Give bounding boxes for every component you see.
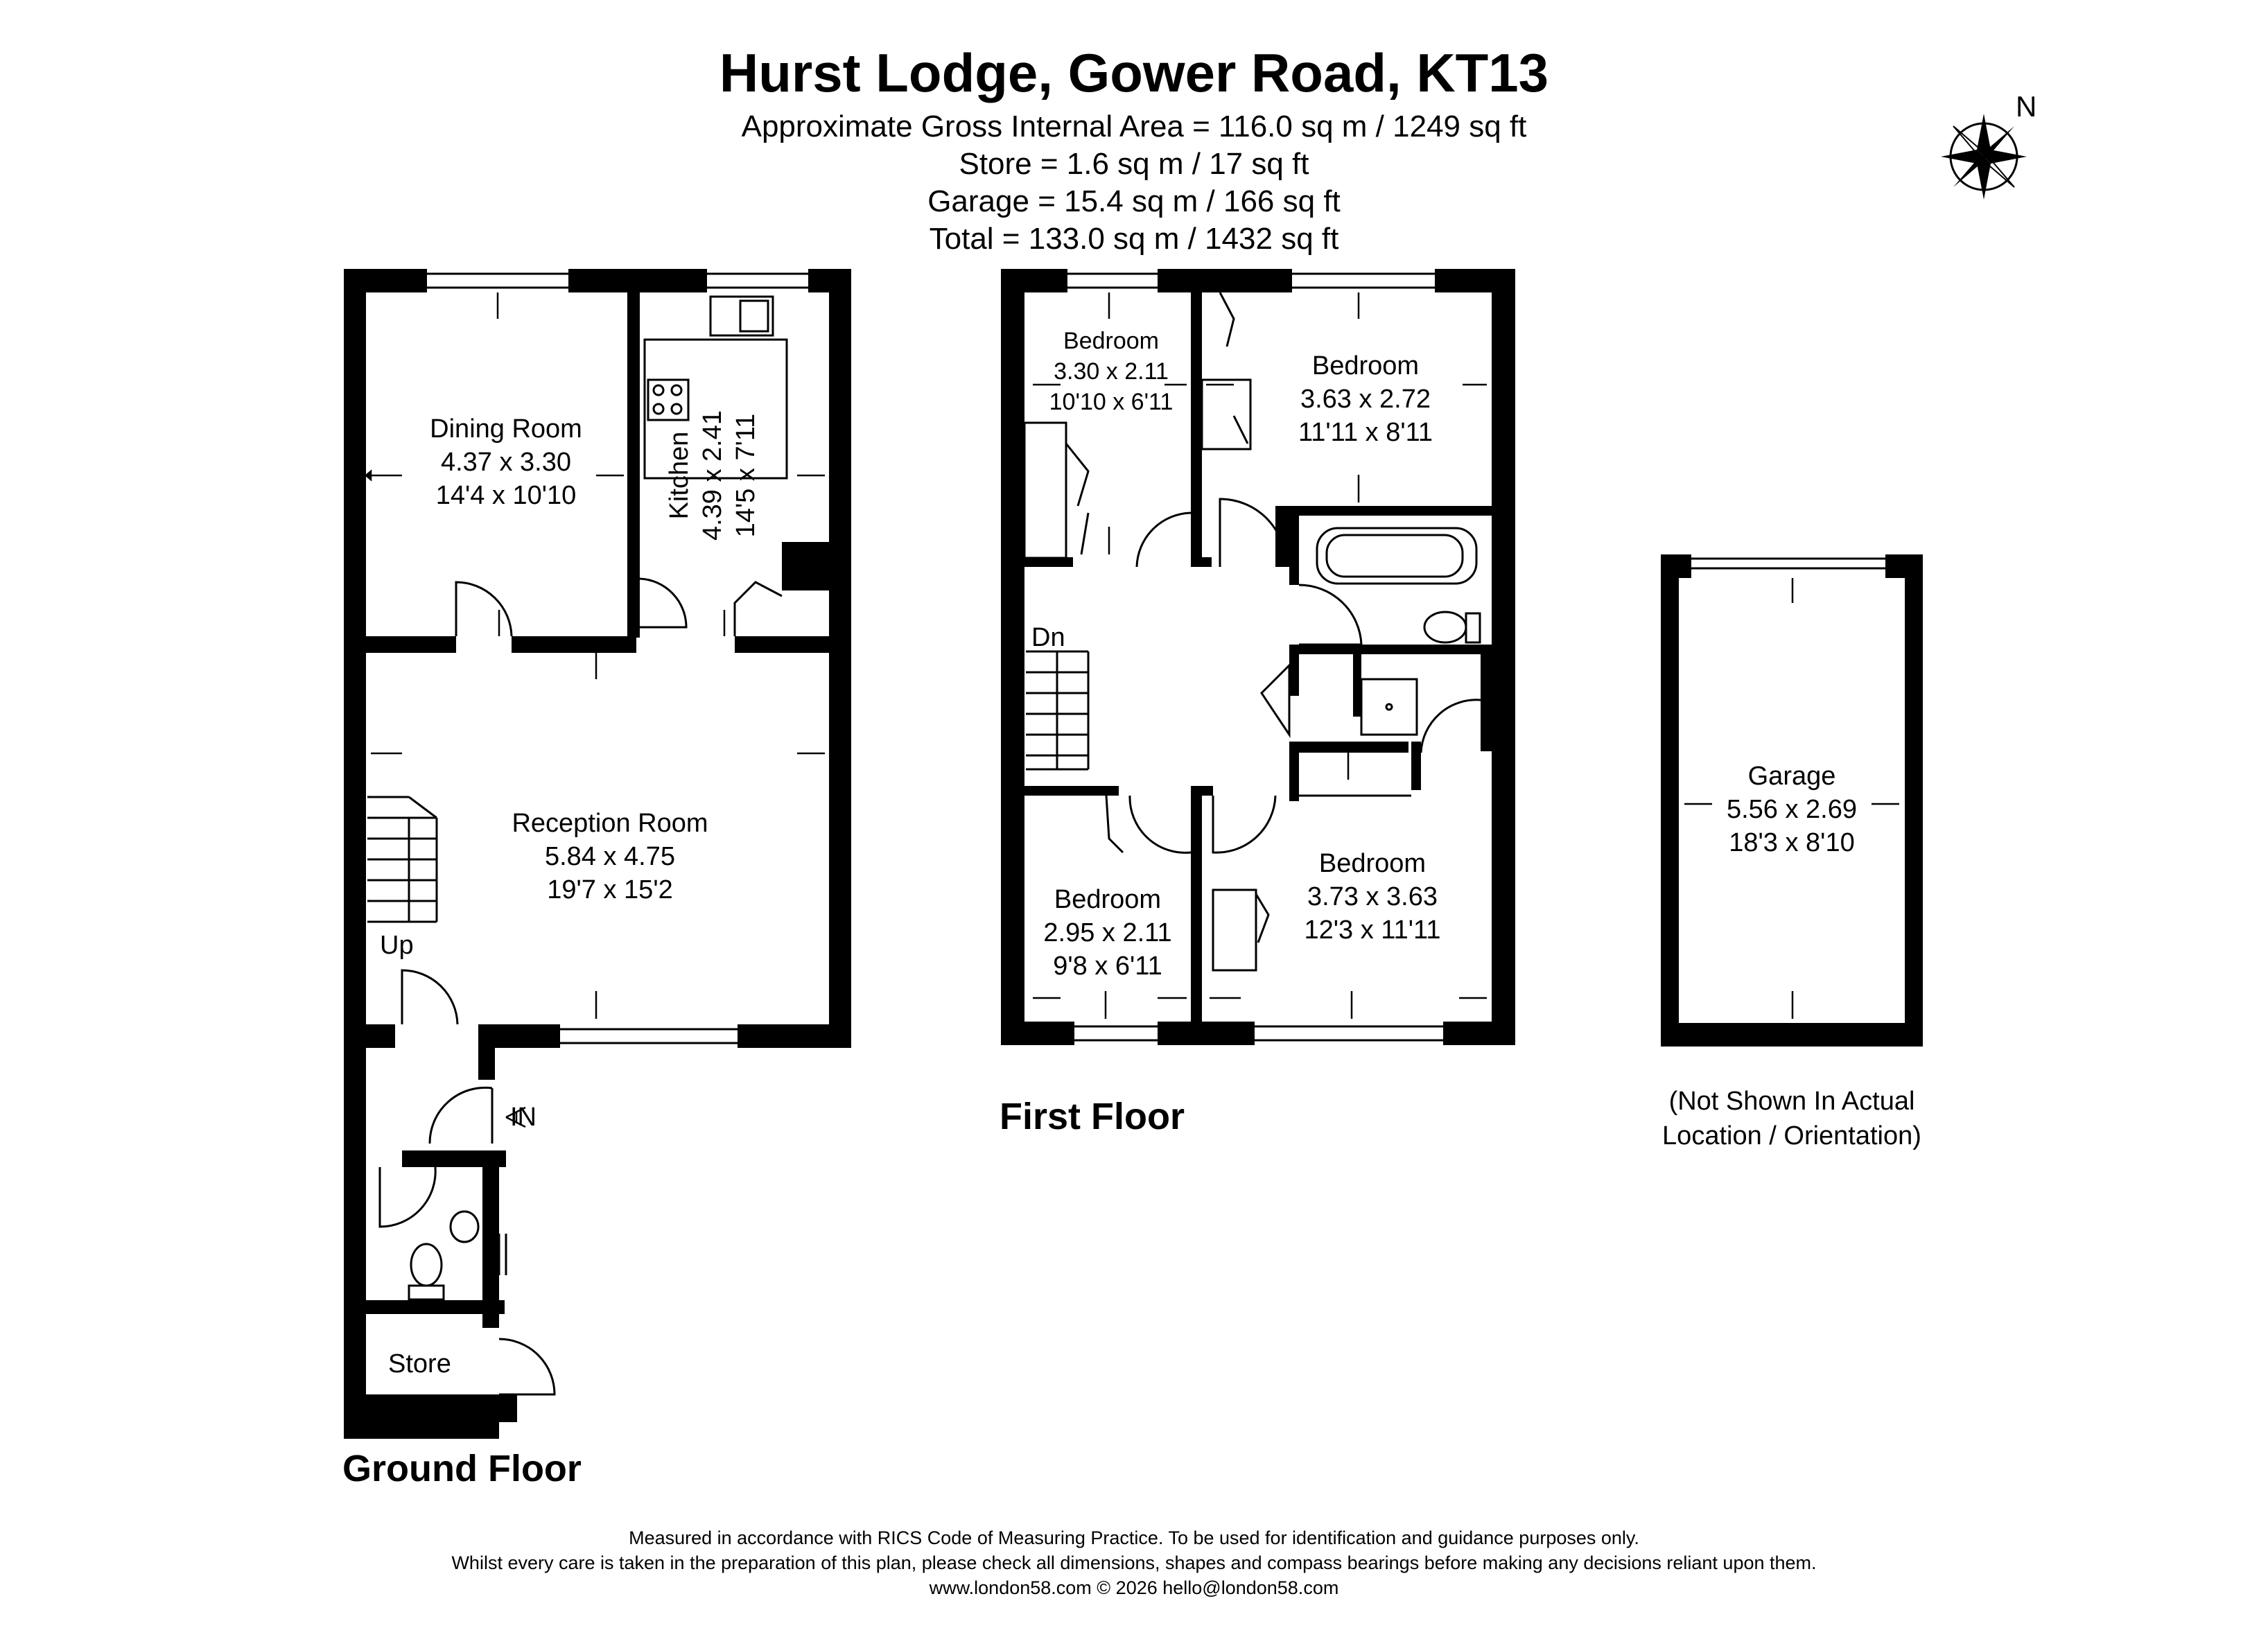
stairs-up-label: Up [380, 931, 414, 960]
store-label: Store [388, 1349, 451, 1378]
gross-internal-area: Approximate Gross Internal Area = 116.0 … [741, 110, 1527, 143]
garage-location-note: (Not Shown In Actual Location / Orientat… [1662, 1087, 1921, 1150]
footer-contact: www.london58.com © 2026 hello@london58.c… [929, 1577, 1339, 1598]
bedroom-bottom-left-label: Bedroom 2.95 x 2.11 9'8 x 6'11 [1043, 885, 1172, 981]
dimension-markers [365, 292, 1899, 1019]
bedroom-bottom-right-label: Bedroom 3.73 x 3.63 12'3 x 11'11 [1304, 849, 1441, 945]
compass-north-label: N [2016, 90, 2037, 123]
entrance-label: IN [510, 1103, 537, 1132]
ground-floor-title: Ground Floor [342, 1448, 582, 1489]
first-floor-lines [1023, 272, 1481, 1042]
kitchen-label: Kitchen 4.39 x 2.41 14'5 x 7'11 [665, 410, 760, 541]
bedroom-top-right-label: Bedroom 3.63 x 2.72 11'11 x 8'11 [1298, 351, 1433, 447]
footer-disclaimer-1: Measured in accordance with RICS Code of… [629, 1527, 1639, 1548]
garage-label: Garage 5.56 x 2.69 18'3 x 8'10 [1726, 762, 1858, 857]
bedroom-top-left-label: Bedroom 3.30 x 2.11 10'10 x 6'11 [1049, 328, 1174, 415]
first-floor-title: First Floor [1000, 1096, 1185, 1137]
footer-disclaimer-2: Whilst every care is taken in the prepar… [451, 1552, 1817, 1573]
ground-floor-walls [344, 269, 851, 1439]
stairs-down-label: Dn [1031, 623, 1065, 652]
reception-room-label: Reception Room 5.84 x 4.75 19'7 x 15'2 [512, 809, 708, 904]
first-floor-walls [1001, 269, 1515, 1045]
ground-floor-lines [367, 272, 808, 1396]
total-area: Total = 133.0 sq m / 1432 sq ft [929, 222, 1339, 256]
garage-lines [1691, 557, 1885, 570]
garage-area: Garage = 15.4 sq m / 166 sq ft [927, 184, 1341, 218]
store-area: Store = 1.6 sq m / 17 sq ft [959, 147, 1309, 181]
plan-title: Hurst Lodge, Gower Road, KT13 [719, 42, 1549, 103]
compass-rose-icon [1941, 114, 2027, 200]
dining-room-label: Dining Room 4.37 x 3.30 14'4 x 10'10 [430, 414, 582, 510]
garage-walls [1661, 554, 1923, 1047]
entrance-arrow-icon [505, 1106, 526, 1128]
